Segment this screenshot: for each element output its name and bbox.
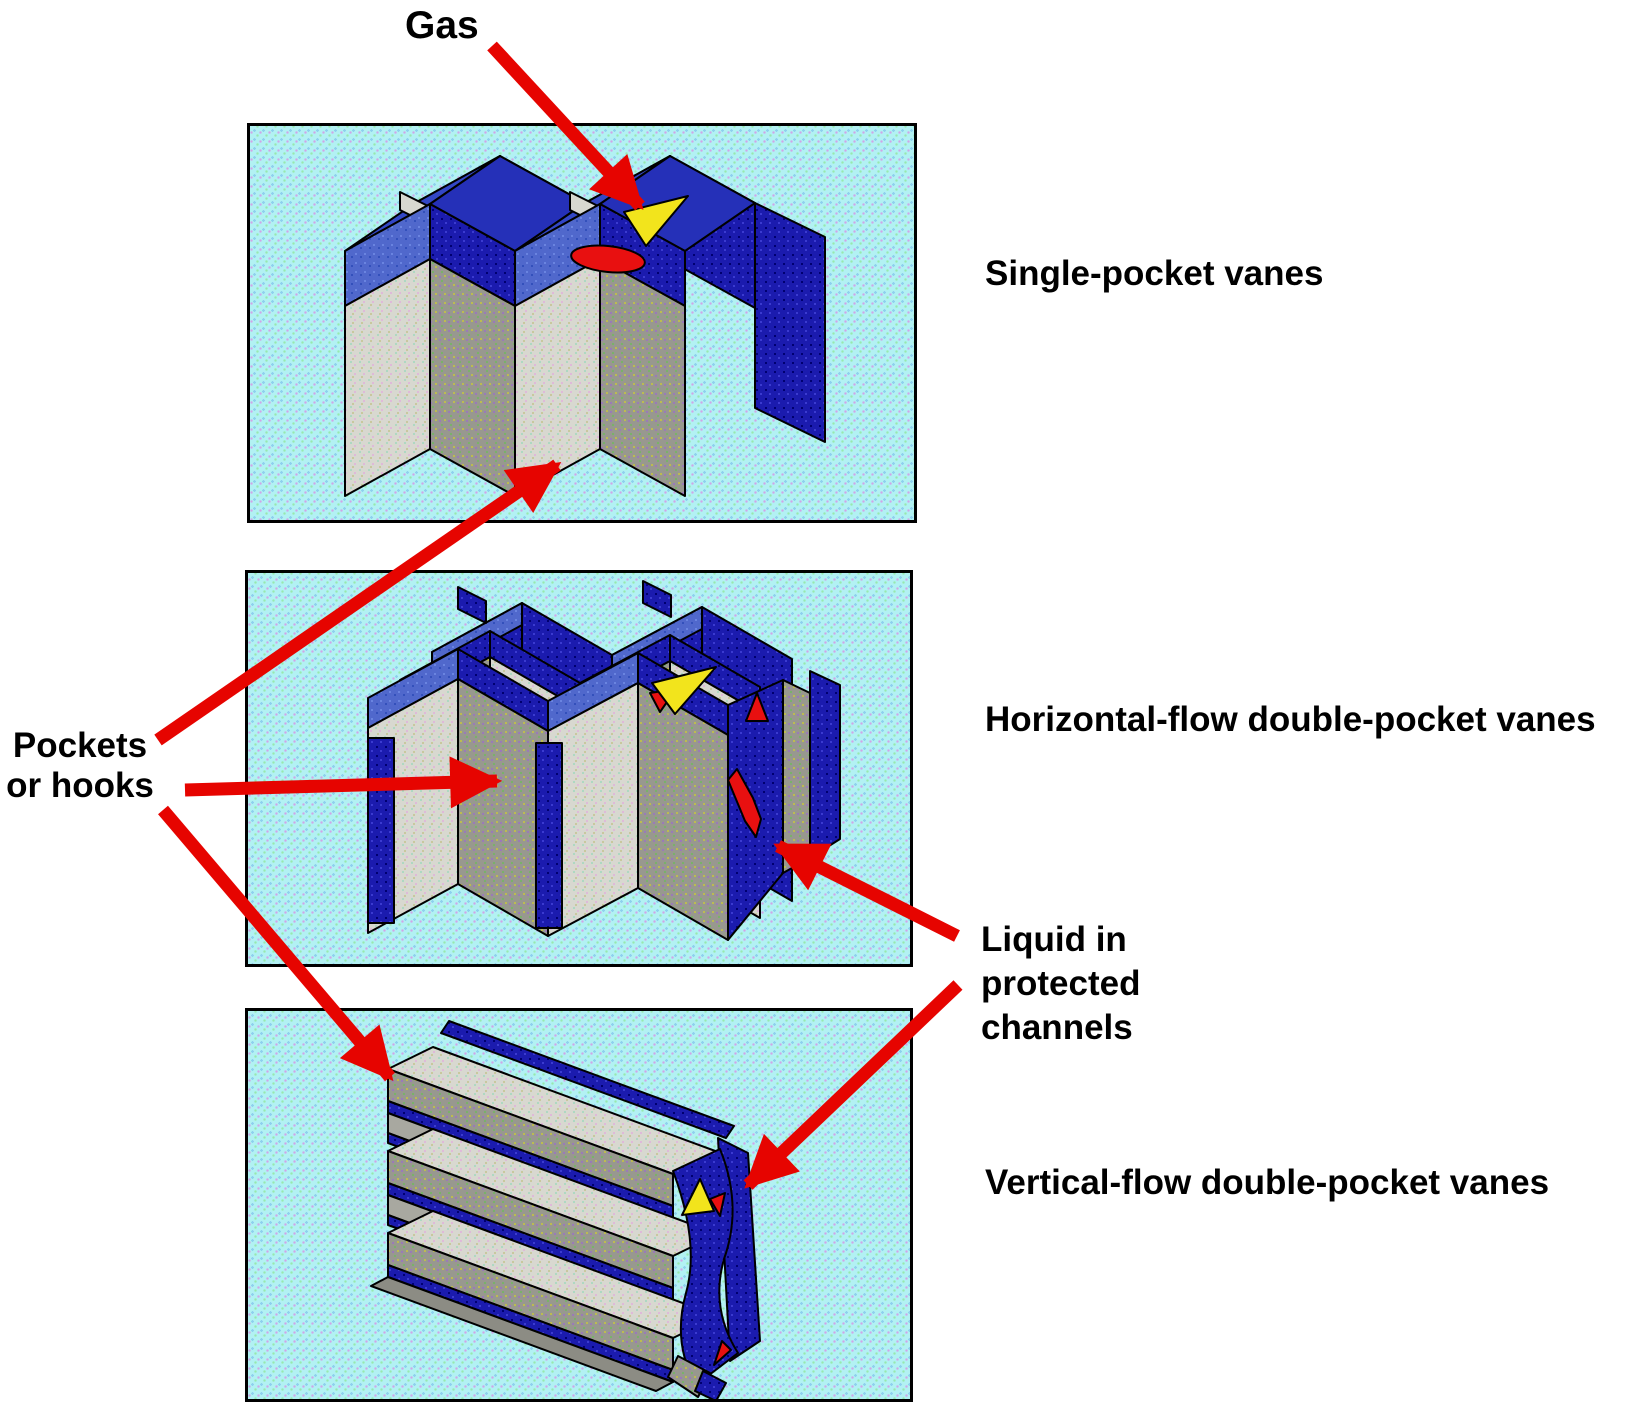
vane-edge <box>694 1370 727 1399</box>
gas-flow-arrow <box>681 1178 715 1216</box>
horizontal-flow-caption: Horizontal-flow double-pocket vanes <box>985 700 1596 739</box>
gas-label: Gas <box>405 4 479 47</box>
liquid-stream <box>727 692 769 838</box>
rear-vane-edge <box>440 1020 735 1139</box>
vertical-flow-double-pocket-vanes-panel <box>245 1008 913 1402</box>
vertical-flow-double-pocket-vanes-illustration <box>370 1020 761 1399</box>
liquid-label-line3: channels <box>981 1008 1133 1047</box>
horizontal-flow-double-pocket-vanes-illustration <box>367 580 841 941</box>
vertical-flow-caption: Vertical-flow double-pocket vanes <box>985 1163 1550 1202</box>
vane-layer <box>370 1210 719 1392</box>
liquid-in-protected-channels-label: Liquid in protected channels <box>981 918 1140 1050</box>
pockets-label-line1: Pockets <box>12 726 148 765</box>
single-pocket-vanes-illustration <box>344 155 826 497</box>
horizontal-flow-double-pocket-vanes-panel <box>245 570 913 967</box>
liquid-stream <box>709 1192 732 1366</box>
front-vane-wall <box>344 258 686 497</box>
pockets-or-hooks-label: Pockets or hooks <box>0 726 160 806</box>
captured-liquid-blob <box>570 244 646 274</box>
single-pocket-vanes-panel <box>247 123 917 523</box>
protected-channel <box>535 742 563 929</box>
single-pocket-vanes-caption: Single-pocket vanes <box>985 254 1324 293</box>
gas-flow-arrow <box>649 666 717 715</box>
liquid-label-line2: protected <box>981 964 1141 1003</box>
protected-channel <box>367 737 395 924</box>
liquid-label-line1: Liquid in <box>981 920 1127 959</box>
pockets-label-line2: or hooks <box>6 766 154 805</box>
